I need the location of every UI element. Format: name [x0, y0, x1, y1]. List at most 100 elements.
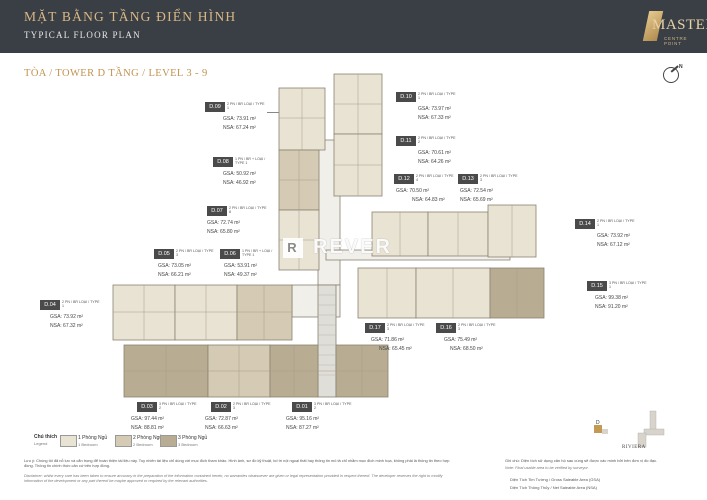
unit-code: D.06 — [220, 249, 240, 259]
page-title: MẶT BẰNG TẦNG ĐIỂN HÌNH — [24, 9, 237, 24]
tower-level-label: TÒA / TOWER D TẦNG / LEVEL 3 - 9 — [24, 68, 208, 79]
unit-gsa: GSA: 72.87 m² — [205, 416, 239, 422]
unit-nsa: NSA: 68.50 m² — [450, 346, 483, 352]
unit-gsa: GSA: 73.05 m² — [158, 263, 192, 269]
legend-swatch-3br — [160, 435, 177, 447]
unit-gsa: GSA: 70.61 m² — [418, 150, 452, 156]
legend-swatch-1br — [60, 435, 77, 447]
unit-code: D.05 — [154, 249, 174, 259]
unit-gsa: GSA: 73.97 m² — [418, 106, 452, 112]
key-plan-d-label: D — [596, 420, 600, 426]
legend-sub-2br: 2 Bedroom — [133, 442, 153, 447]
unit-gsa: GSA: 73.91 m² — [223, 116, 257, 122]
unit-code: D.08 — [213, 157, 233, 167]
unit-nsa: NSA: 67.33 m² — [418, 115, 451, 121]
nsa-definition: Diện Tích Thông Thủy / Net Saleable Area… — [510, 485, 597, 490]
unit-type: 2 PN / BR LOẠI / TYPE 1 — [597, 219, 635, 228]
unit-nsa: NSA: 66.21 m² — [158, 272, 191, 278]
unit-gsa: GSA: 53.91 m² — [224, 263, 258, 269]
unit-type: 2 PN / BR LOẠI / TYPE 4 — [416, 174, 454, 183]
logo-subtext: CENTRE POINT — [664, 36, 688, 46]
unit-code: D.12 — [394, 174, 414, 184]
unit-code: D.14 — [575, 219, 595, 229]
unit-type: 2 PN / BR LOẠI / TYPE 2 — [418, 136, 456, 145]
unit-gsa: GSA: 75.49 m² — [444, 337, 478, 343]
legend-title-en: Legend — [34, 441, 48, 446]
unit-nsa: NSA: 46.92 m² — [223, 180, 256, 186]
unit-type: 2 PN / BR LOẠI / TYPE 1 — [418, 92, 456, 101]
unit-gsa: GSA: 99.38 m² — [595, 295, 629, 301]
unit-type: 2 PN / BR LOẠI / TYPE 3 — [387, 323, 425, 332]
unit-nsa: NSA: 87.27 m² — [286, 425, 319, 431]
unit-code: D.09 — [205, 102, 225, 112]
unit-code: D.17 — [365, 323, 385, 333]
stair-core — [317, 284, 337, 398]
note-vi: Ghi chú: Diện tích sử dụng căn hộ sau cù… — [505, 458, 658, 463]
unit-gsa: GSA: 50.92 m² — [223, 171, 257, 177]
unit-nsa: NSA: 67.32 m² — [50, 323, 83, 329]
unit-gsa: GSA: 95.16 m² — [286, 416, 320, 422]
legend-label-3br: 3 Phòng Ngủ — [178, 435, 208, 441]
unit-nsa: NSA: 49.37 m² — [224, 272, 257, 278]
legend-label-1br: 1 Phòng Ngủ — [78, 435, 108, 441]
unit-code: D.10 — [396, 92, 416, 102]
unit-d06 — [236, 284, 293, 341]
unit-type: 2 PN / BR LOẠI / TYPE 3 — [233, 402, 271, 411]
unit-type: 3 PN / BR LOẠI / TYPE 1 — [609, 281, 647, 290]
legend-title: Chú thích — [34, 434, 58, 440]
unit-type: 3 PN / BR LOẠI / TYPE 2 — [314, 402, 352, 411]
logo: MASTERI — [652, 17, 707, 33]
unit-type: 3 PN / BR LOẠI / TYPE 2 — [159, 402, 197, 411]
rever-watermark: R REVER — [283, 236, 392, 259]
unit-type: 2 PN / BR LOẠI / TYPE 3 — [458, 323, 496, 332]
unit-type: 2 PN / BR LOẠI / TYPE 1 — [227, 102, 265, 111]
legend-swatch-2br — [115, 435, 132, 447]
unit-code: D.13 — [458, 174, 478, 184]
unit-code: D.01 — [292, 402, 312, 412]
legend-label-2br: 2 Phòng Ngủ — [133, 435, 163, 441]
legend-sub-3br: 3 Bedroom — [178, 442, 198, 447]
unit-nsa: NSA: 64.26 m² — [418, 159, 451, 165]
unit-nsa: NSA: 67.12 m² — [597, 242, 630, 248]
unit-gsa: GSA: 73.92 m² — [50, 314, 84, 320]
compass-north-label: N — [679, 64, 683, 70]
unit-code: D.02 — [211, 402, 231, 412]
gsa-definition: Diện Tích Tim Tường / Gross Saleable Are… — [510, 477, 601, 482]
unit-gsa: GSA: 72.54 m² — [460, 188, 494, 194]
unit-nsa: NSA: 67.24 m² — [223, 125, 256, 131]
key-plan: D — [594, 410, 665, 448]
unit-nsa: NSA: 91.20 m² — [595, 304, 628, 310]
unit-type: 2 PN / BR LOẠI / TYPE 1 — [62, 300, 100, 309]
unit-type: 1 PN / BR + LOẠI / TYPE 1 — [235, 157, 266, 166]
unit-gsa: GSA: 71.86 m² — [371, 337, 405, 343]
disclaimer-en: Disclaimer: whilst every care has been t… — [24, 474, 443, 483]
unit-nsa: NSA: 65.80 m² — [207, 229, 240, 235]
unit-nsa: NSA: 88.81 m² — [131, 425, 164, 431]
key-plan-tower-d — [594, 425, 602, 433]
watermark-r-icon: R — [283, 237, 303, 258]
disclaimer-vi: Lưu ý: Chúng tôi đã nỗ lực và cẩn trọng … — [24, 458, 450, 468]
unit-gsa: GSA: 72.74 m² — [207, 220, 241, 226]
unit-code: D.16 — [436, 323, 456, 333]
unit-code: D.04 — [40, 300, 60, 310]
unit-type: 2 PN / BR LOẠI / TYPE 8 — [229, 206, 267, 215]
unit-code: D.11 — [396, 136, 416, 146]
watermark-word: REVER — [313, 236, 392, 259]
unit-nsa: NSA: 66.63 m² — [205, 425, 238, 431]
unit-type: 2 PN / BR LOẠI / TYPE 3 — [480, 174, 518, 183]
unit-code: D.15 — [587, 281, 607, 291]
legend-sub-1br: 1 Bedroom — [78, 442, 98, 447]
leader-line — [267, 112, 279, 113]
unit-nsa: NSA: 64.83 m² — [412, 197, 445, 203]
unit-code: D.03 — [137, 402, 157, 412]
unit-code: D.07 — [207, 206, 227, 216]
unit-gsa: GSA: 97.44 m² — [131, 416, 165, 422]
unit-gsa: GSA: 70.50 m² — [396, 188, 430, 194]
compass-icon — [663, 67, 679, 83]
unit-nsa: NSA: 65.45 m² — [379, 346, 412, 352]
key-plan-label: RIVIERA — [622, 445, 646, 450]
note-en: Note: Final usable area to be verified b… — [505, 466, 589, 470]
page-subtitle: TYPICAL FLOOR PLAN — [24, 30, 141, 40]
unit-gsa: GSA: 73.92 m² — [597, 233, 631, 239]
